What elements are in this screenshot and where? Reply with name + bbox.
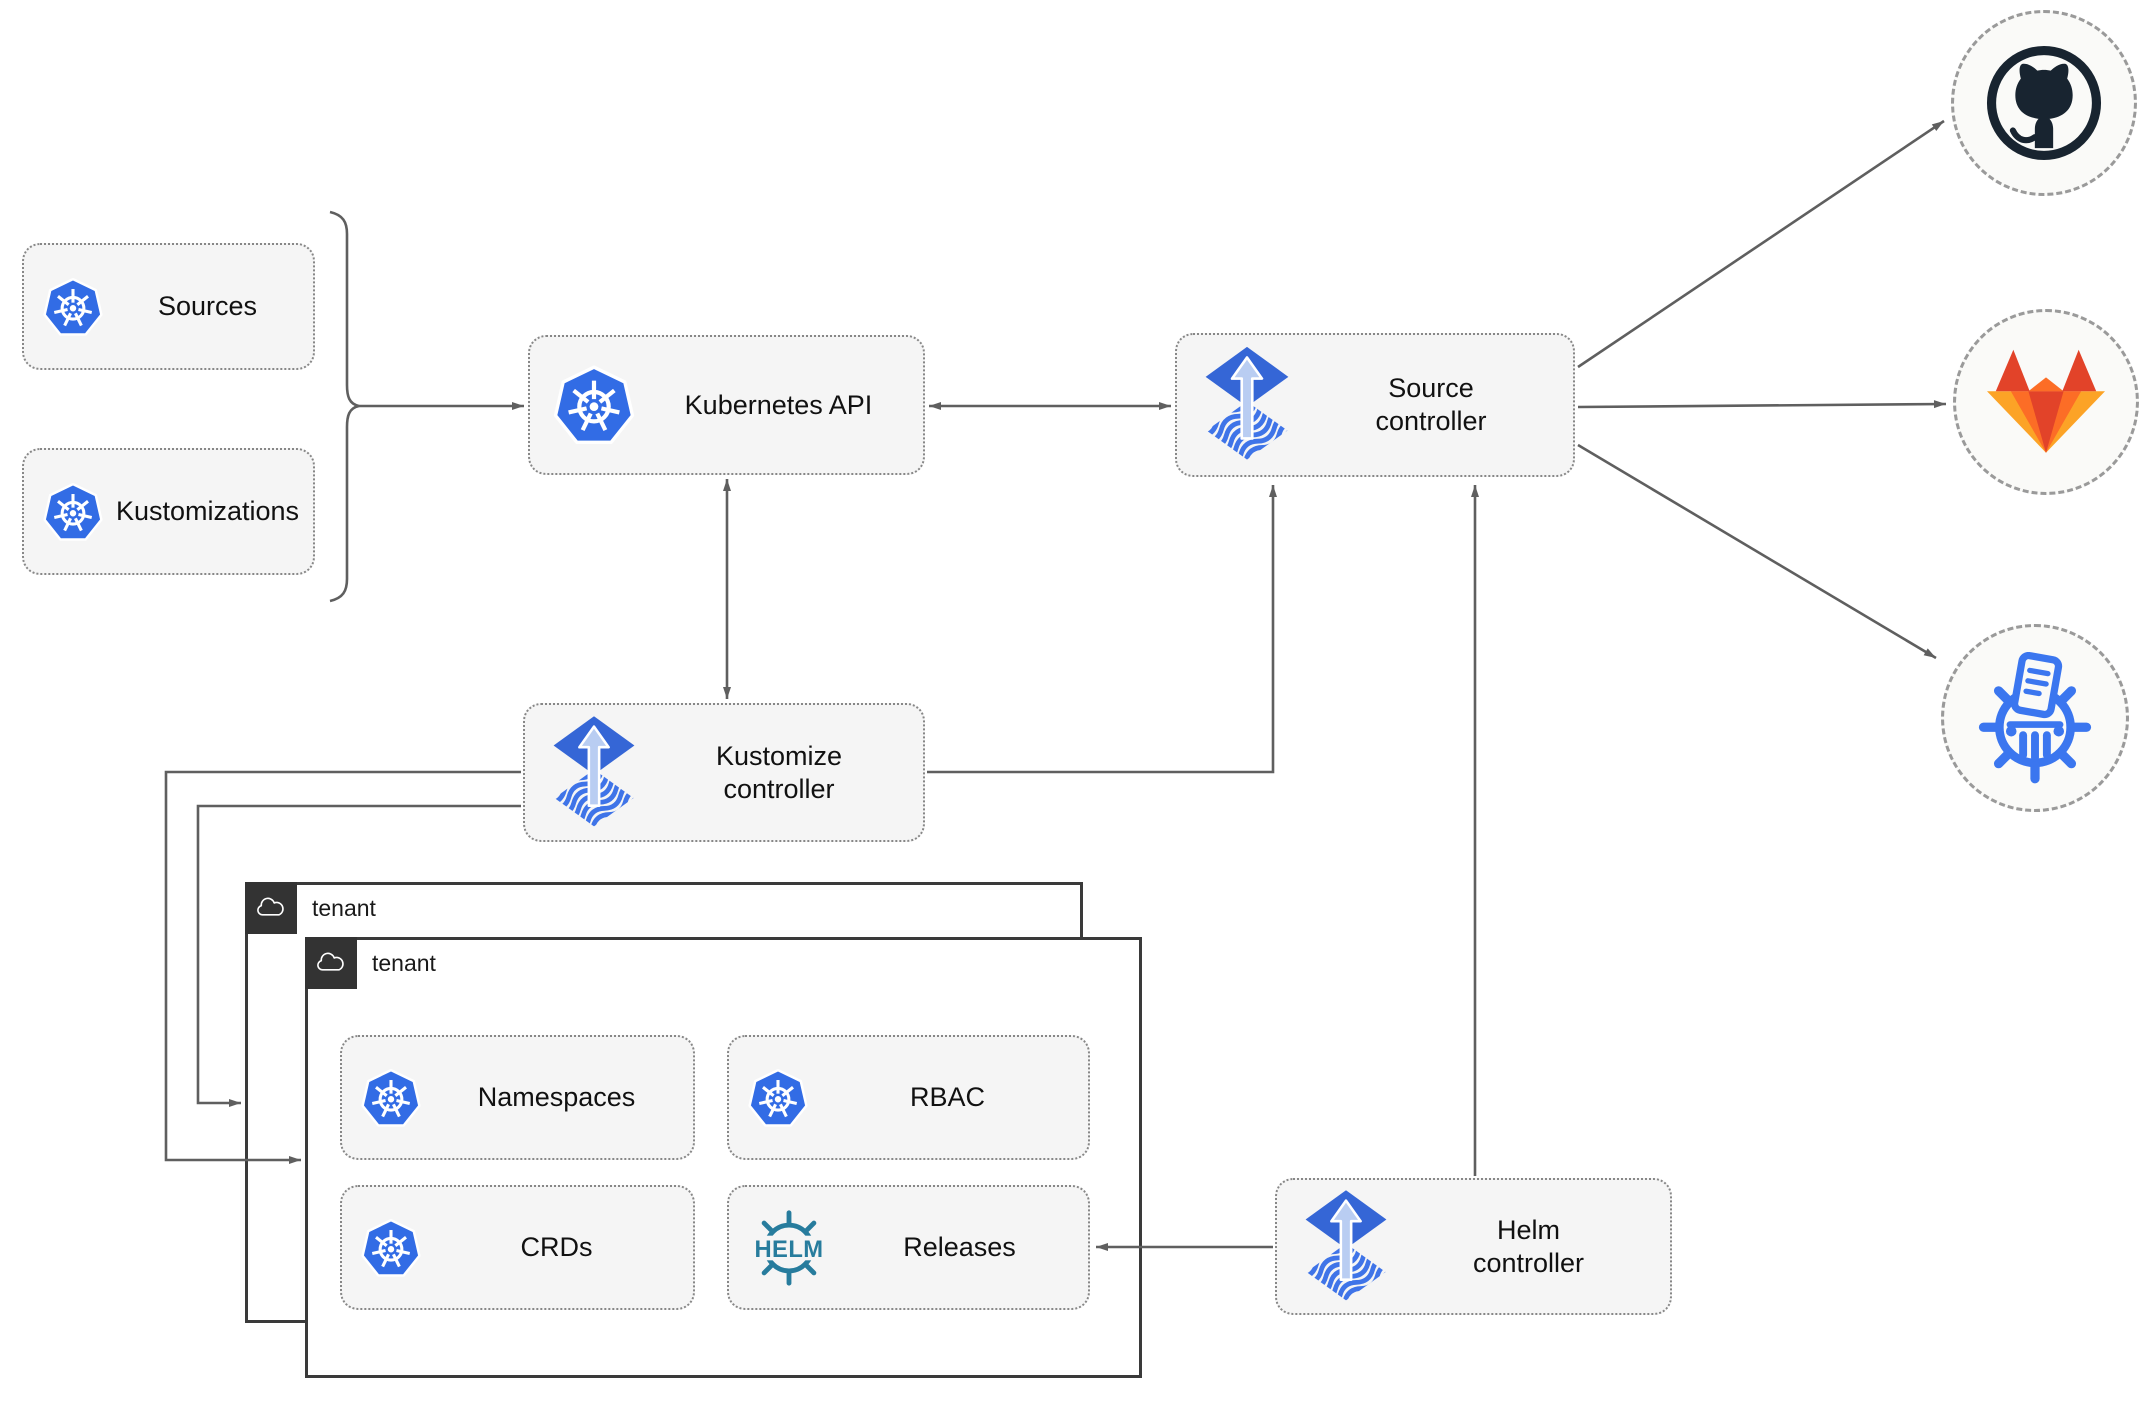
kustomizations-node: Kustomizations [22, 448, 315, 575]
helm-icon [745, 1204, 833, 1292]
flux-icon [551, 715, 637, 831]
flux-icon [1303, 1190, 1389, 1304]
namespaces-node: Namespaces [340, 1035, 695, 1160]
crds-node: CRDs [340, 1185, 695, 1310]
rbac-node: RBAC [727, 1035, 1090, 1160]
kubernetes-icon [360, 1217, 422, 1279]
node-label: Kubernetes API [684, 389, 873, 420]
tenant-label: tenant [312, 894, 376, 921]
gitlab-target [1953, 309, 2139, 495]
edge-kustomize-source [927, 485, 1277, 774]
kustomize-controller-node: Kustomize controller [523, 703, 925, 842]
node-label: CRDs [520, 1232, 593, 1263]
registry-target [1941, 624, 2129, 812]
kubernetes-icon [360, 1067, 422, 1129]
node-label: RBAC [909, 1082, 985, 1113]
edge-source-registry [1577, 443, 1937, 660]
kubernetes-icon [42, 481, 104, 543]
cloud-icon [253, 895, 289, 921]
kustomize-registry-icon [1969, 652, 2101, 784]
helm-controller-node: Helm controller [1275, 1178, 1672, 1315]
kubernetes-icon [747, 1067, 809, 1129]
source-controller-node: Source controller [1175, 333, 1575, 477]
releases-node: Releases [727, 1185, 1090, 1310]
flux-icon [1203, 346, 1291, 464]
kubernetes-api-node: Kubernetes API [528, 335, 925, 475]
node-label: Sources [157, 291, 258, 322]
tenant-label: tenant [372, 949, 436, 976]
github-target [1951, 10, 2137, 196]
node-label: Helm controller [1472, 1214, 1585, 1278]
edge-source-github [1577, 119, 1945, 369]
cloud-icon [313, 950, 349, 976]
edge-group-brace [329, 210, 360, 603]
sources-node: Sources [22, 243, 315, 370]
node-label: Releases [903, 1232, 1016, 1263]
node-label: Kustomizations [115, 496, 300, 527]
node-label: Kustomize controller [715, 740, 843, 804]
node-label: Source controller [1375, 373, 1487, 436]
github-icon [1983, 42, 2105, 164]
kubernetes-icon [552, 363, 636, 447]
edge-source-gitlab [1577, 400, 1947, 409]
gitlab-icon [1983, 346, 2109, 459]
kubernetes-icon [42, 276, 104, 338]
node-label: Namespaces [477, 1082, 636, 1113]
